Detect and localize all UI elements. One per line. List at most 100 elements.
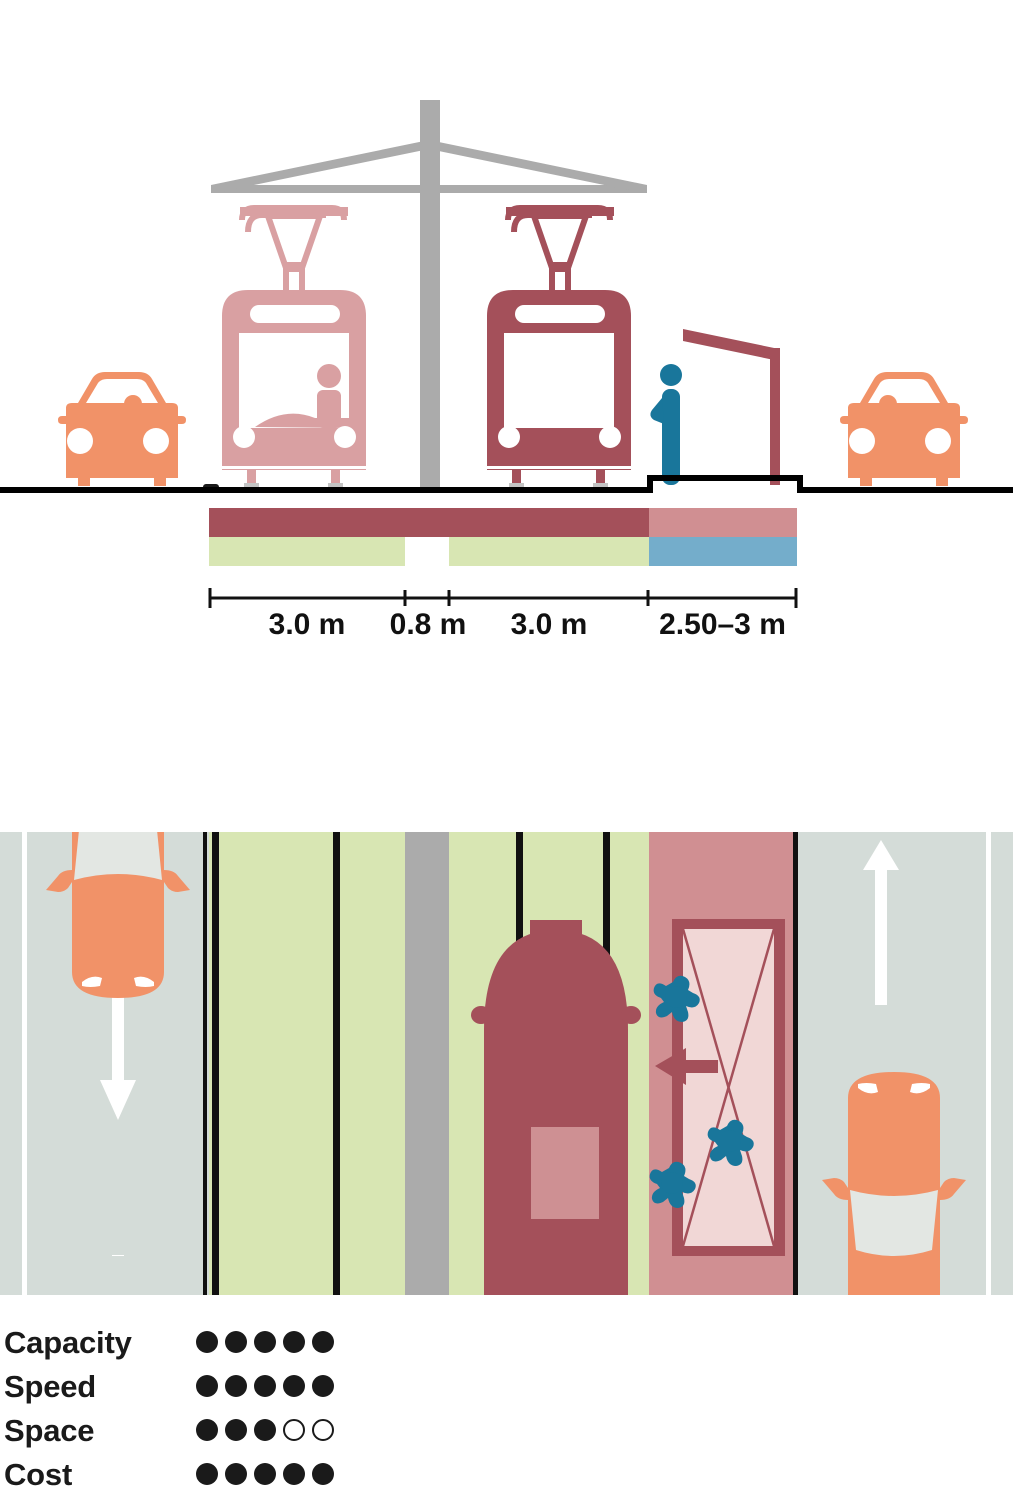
rail-1 <box>212 830 219 1295</box>
plan-top-edge <box>0 830 1013 832</box>
car-left-headlight-a <box>67 428 93 454</box>
band-track-green-right <box>449 537 649 566</box>
stay-right-icon <box>429 140 647 193</box>
pantograph-post-right-a <box>549 268 555 290</box>
tram-right-headlight-b <box>599 426 621 448</box>
rating-label-space: Space <box>4 1412 95 1448</box>
passenger-head-icon <box>660 364 682 386</box>
rating-dot-filled <box>225 1419 247 1441</box>
edge-line-right <box>986 830 991 1295</box>
band-platform <box>649 508 797 537</box>
tram-right-destination-strip <box>515 305 605 323</box>
rating-dot-filled <box>312 1331 334 1353</box>
arrow-down-lane-left <box>100 917 136 1256</box>
rating-dot-filled <box>283 1375 305 1397</box>
dimension-label-3: 2.50–3 m <box>659 608 786 641</box>
tram-left-bogie-b <box>331 470 340 490</box>
dimension-label-1: 0.8 m <box>389 608 467 641</box>
rating-dot-filled <box>283 1463 305 1485</box>
rating-row-space: Space <box>0 1408 1013 1452</box>
car-left-driver-body-icon <box>122 414 144 438</box>
tram-plan-pantograph-panel <box>531 1127 599 1219</box>
rating-dot-filled <box>312 1463 334 1485</box>
band-running-way <box>209 508 649 537</box>
pantograph-arm-left <box>263 213 325 271</box>
car-plan-left <box>46 830 190 998</box>
band-platform-blue <box>649 537 797 566</box>
ground-line <box>0 475 1013 493</box>
rating-dots-space <box>196 1419 334 1441</box>
rating-dot-filled <box>225 1463 247 1485</box>
shelter-roof <box>683 329 779 361</box>
passenger-arm-icon <box>650 398 664 424</box>
tram-right-bogie-b <box>596 470 605 490</box>
shelter-plan <box>672 919 785 1256</box>
tram-left <box>222 205 366 491</box>
car-right-headlight-b <box>925 428 951 454</box>
pantograph-base-right <box>549 262 571 272</box>
tram-right-windshield <box>504 333 614 428</box>
tram-left-driver-head <box>317 364 341 388</box>
pantograph-bar-left <box>240 207 348 216</box>
rating-dot-filled <box>225 1331 247 1353</box>
cross-section-svg <box>0 100 1013 608</box>
tram-plan-mirror-right <box>621 1006 641 1024</box>
tram-left-skirt-line <box>222 466 366 469</box>
rating-dot-filled <box>254 1331 276 1353</box>
arrow-up-lane-right <box>863 840 899 1005</box>
reservation-edge-left <box>203 830 207 1295</box>
rating-dot-empty <box>312 1419 334 1441</box>
car-plan-left-light-b <box>134 976 154 987</box>
rating-label-capacity: Capacity <box>4 1324 132 1360</box>
passenger-body-icon <box>662 389 680 485</box>
rating-dot-filled <box>312 1375 334 1397</box>
rating-dot-filled <box>225 1375 247 1397</box>
car-right-driver-head-icon <box>879 395 897 413</box>
tram-right-bogie-a <box>512 470 521 490</box>
tram-plan-mirror-left <box>471 1006 491 1024</box>
catenary-mast <box>420 100 440 490</box>
tram-left-bogie-a <box>247 470 256 490</box>
waiting-passenger <box>650 364 682 485</box>
car-plan-right-light-b <box>910 1083 930 1094</box>
pantograph-post-left-b <box>299 268 305 290</box>
tram-plan <box>471 920 641 1295</box>
pedestrian-plan-1 <box>653 975 700 1022</box>
car-right-driver-body-icon <box>877 414 899 438</box>
rating-dots-speed <box>196 1375 334 1397</box>
dimension-label-2: 3.0 m <box>510 608 588 641</box>
tram-left-headlight-b <box>334 426 356 448</box>
car-left-driver-head-icon <box>124 395 142 413</box>
platform-shelter <box>683 329 780 485</box>
tram-right-headlight-a <box>498 426 520 448</box>
rating-label-speed: Speed <box>4 1368 97 1404</box>
pedestrian-plan-3 <box>649 1161 696 1208</box>
tram-right-skirt-line <box>487 466 631 469</box>
rating-row-speed: Speed <box>0 1364 1013 1408</box>
ratings-legend: Capacity Speed Space Cost <box>0 1320 1013 1497</box>
cross-section-view: 3.0 m 0.8 m 3.0 m 2.50–3 m <box>0 0 1013 660</box>
pantograph-base-left <box>283 262 305 272</box>
dimension-label-0: 3.0 m <box>268 608 346 641</box>
tram-plan-roof-box <box>530 920 582 936</box>
car-plan-right <box>822 1072 966 1295</box>
rating-dot-filled <box>283 1331 305 1353</box>
rating-dot-filled <box>196 1375 218 1397</box>
tram-left-dash <box>255 413 349 428</box>
rating-dots-cost <box>196 1463 334 1485</box>
car-plan-left-windshield-icon <box>74 830 162 880</box>
tram-left-destination-strip <box>250 305 340 323</box>
rating-dot-empty <box>283 1419 305 1441</box>
dimension-line <box>208 588 798 608</box>
rating-dot-filled <box>254 1419 276 1441</box>
car-right-headlight-a <box>849 428 875 454</box>
rating-row-capacity: Capacity <box>0 1320 1013 1364</box>
car-right-section <box>840 372 968 486</box>
car-plan-left-light-a <box>82 976 102 987</box>
rating-label-cost: Cost <box>4 1456 73 1492</box>
tram-plan-body <box>484 930 628 1295</box>
track-bed-left <box>209 830 405 1295</box>
boarding-arrow-icon <box>655 1048 718 1085</box>
band-track-green-left <box>209 537 405 566</box>
pantograph-arm-right <box>529 213 591 271</box>
